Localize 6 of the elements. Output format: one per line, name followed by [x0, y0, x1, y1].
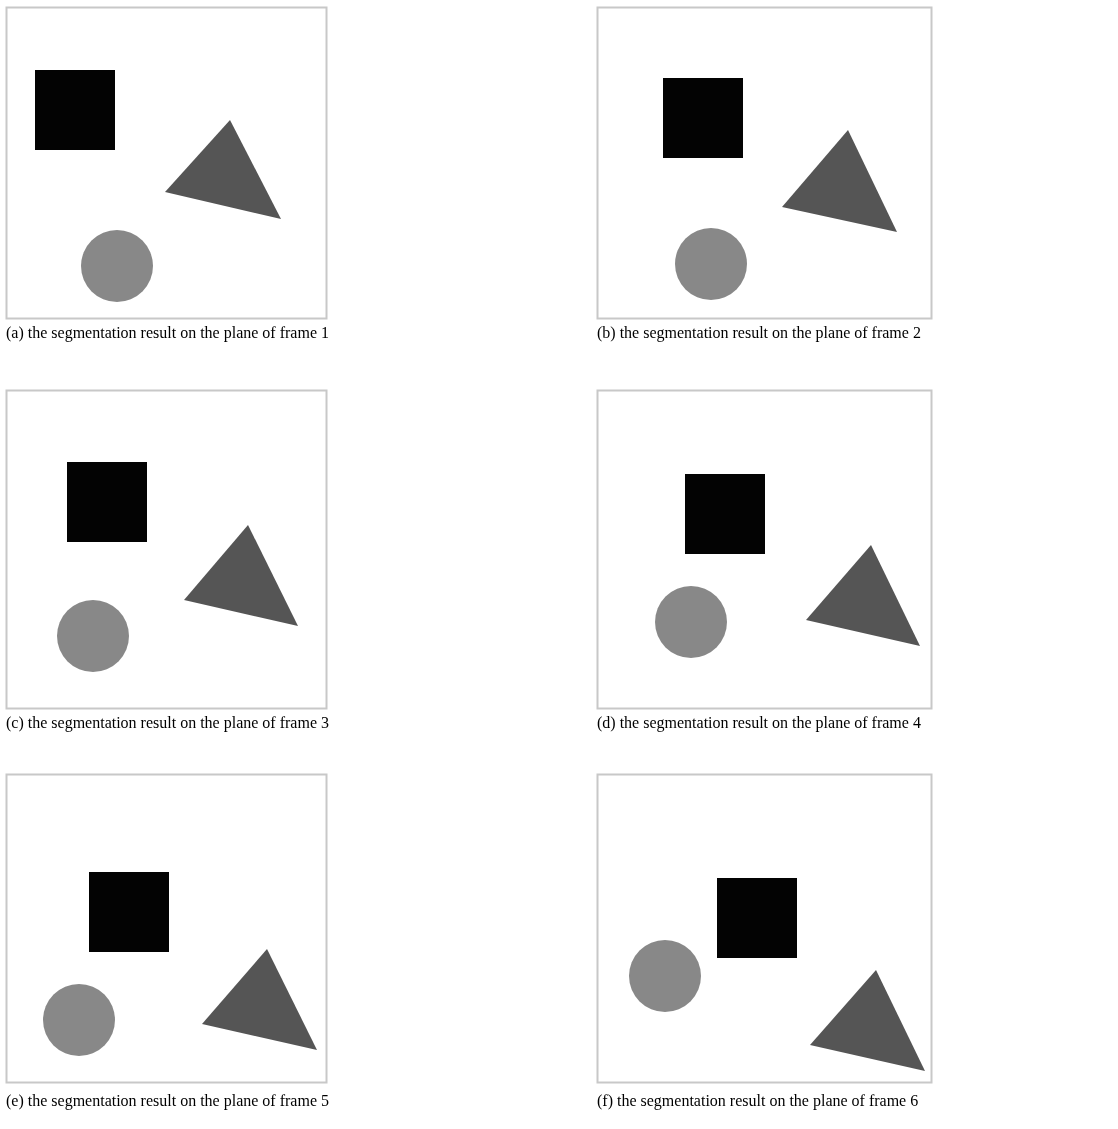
figure-caption: (b) the segmentation result on the plane of frame 2 — [597, 324, 921, 342]
figure-caption: (e) the segmentation result on the plane of frame 5 — [6, 1092, 329, 1110]
figure-caption: (a) the segmentation result on the plane of frame 1 — [6, 324, 329, 342]
figure-caption: (d) the segmentation result on the plane of frame 4 — [597, 714, 921, 732]
figure-caption: (f) the segmentation result on the plane of frame 6 — [597, 1092, 919, 1110]
figure-caption: (c) the segmentation result on the plane of frame 3 — [6, 714, 329, 732]
